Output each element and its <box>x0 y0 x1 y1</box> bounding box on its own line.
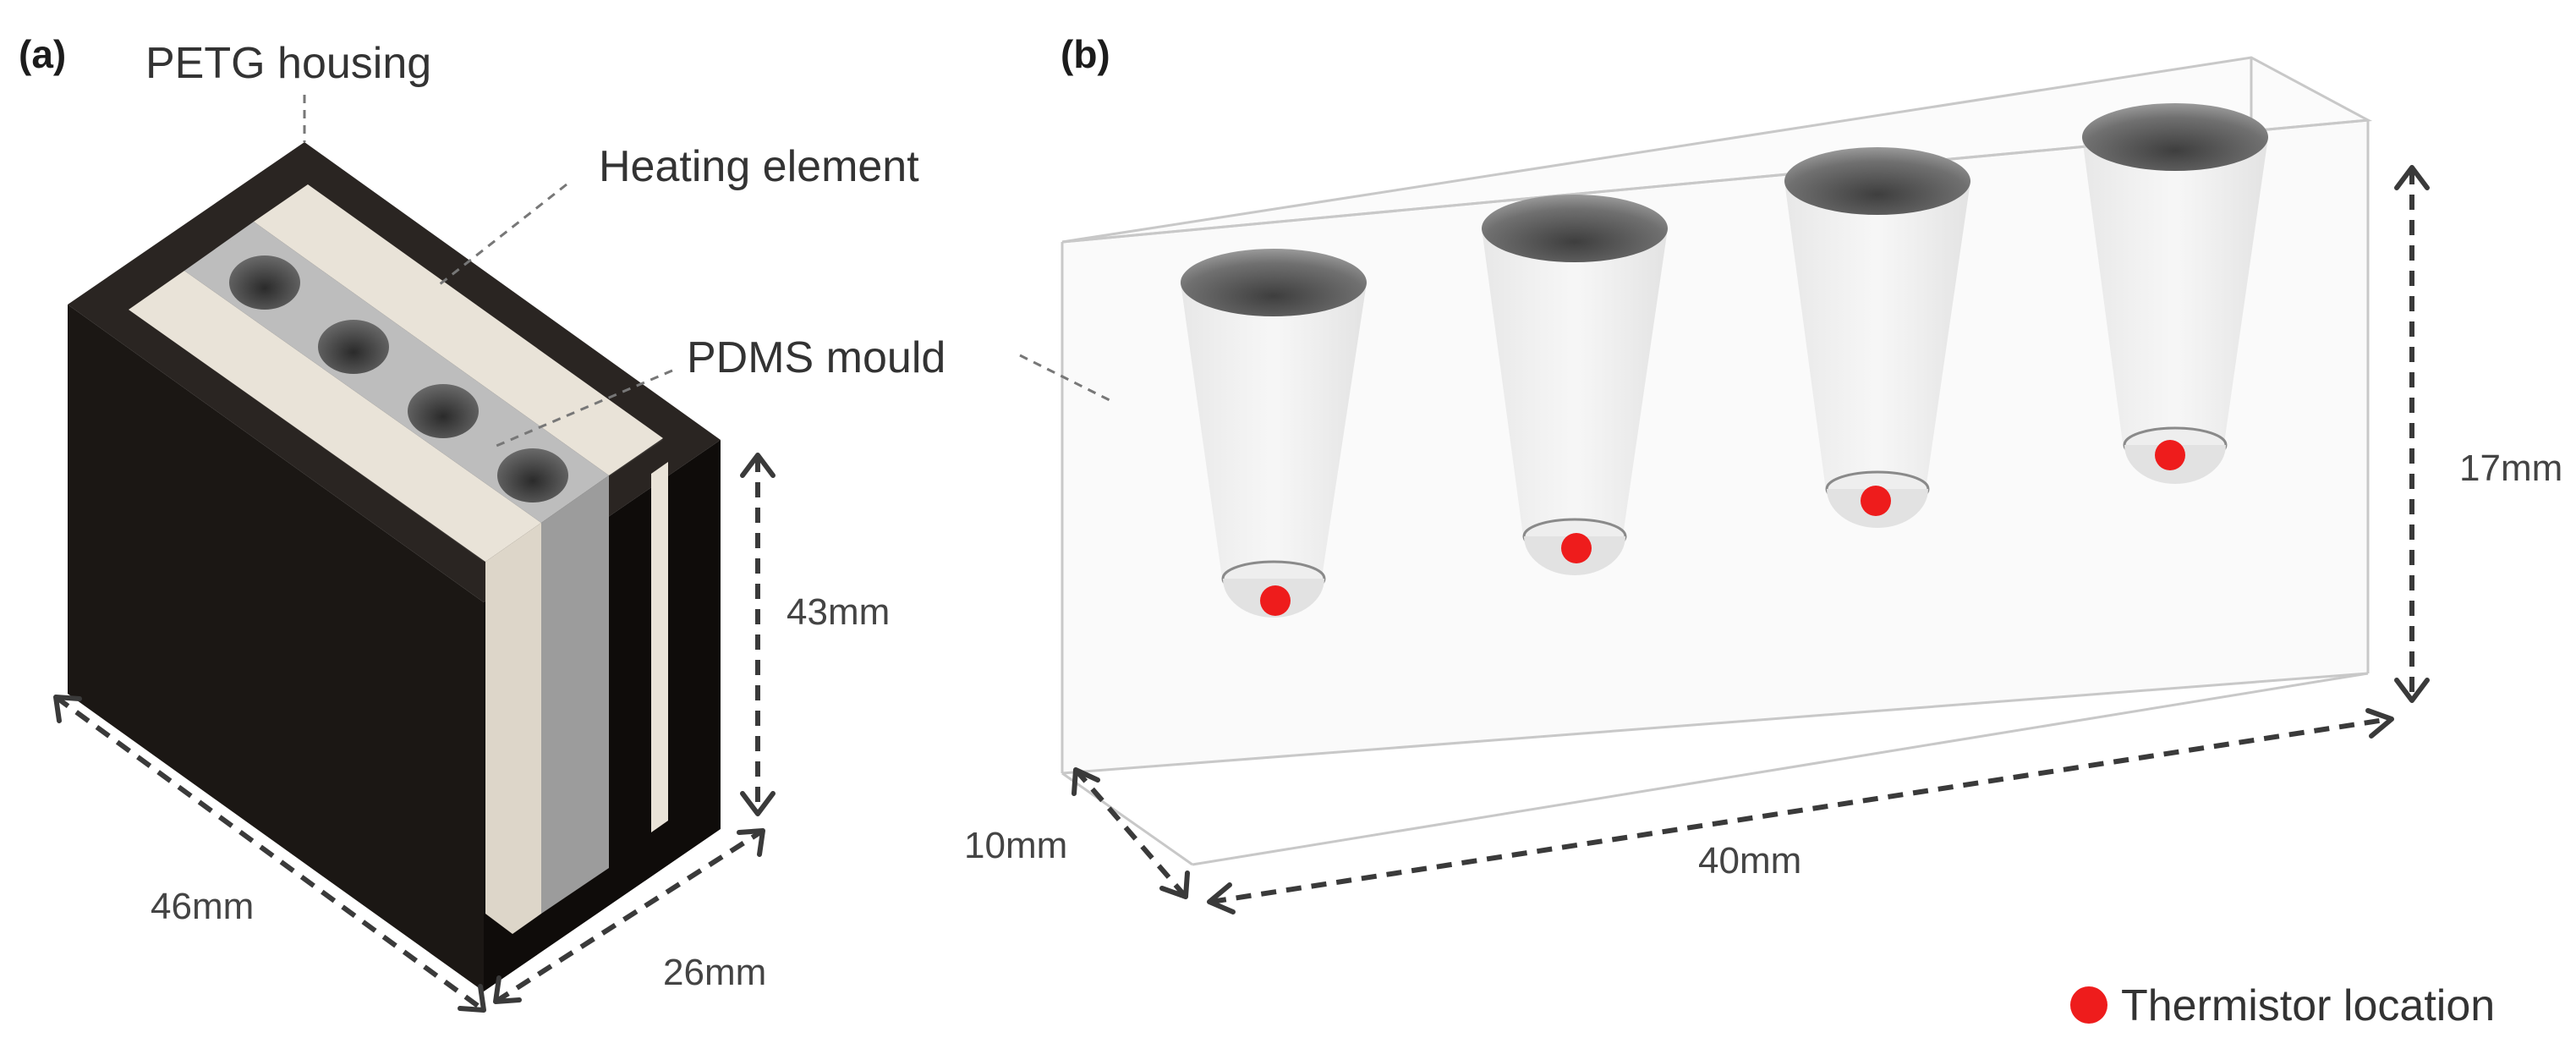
dimension-width-a: 26mm <box>493 828 766 1004</box>
mould-block-front <box>1062 120 2368 773</box>
pdms-mould-label: PDMS mould <box>687 333 945 382</box>
thermistor-dot <box>1861 486 1891 516</box>
arrowhead <box>1159 871 1190 899</box>
arrowhead <box>2394 678 2430 703</box>
well <box>1784 147 1970 528</box>
arrowhead <box>2365 708 2394 739</box>
arrowhead <box>458 984 486 1013</box>
arrowhead <box>2394 165 2430 190</box>
panel-a-label: (a) <box>19 32 66 76</box>
legend-thermistor-text: Thermistor location <box>2121 981 2495 1030</box>
well <box>1482 195 1668 575</box>
arrowhead <box>740 453 776 478</box>
mould-block <box>1061 56 2373 866</box>
heating-element-leader <box>439 183 567 286</box>
mould-block-top <box>1062 58 2368 242</box>
mould-block-edge <box>1061 772 1193 866</box>
arrowhead <box>53 695 82 723</box>
depth-dim-label: 10mm <box>964 825 1067 866</box>
dimension-height-b: 17mm <box>2394 165 2562 703</box>
mould-hole <box>318 320 389 374</box>
arrowhead <box>737 828 765 857</box>
mould-block-edge <box>1061 672 2369 775</box>
height-dim-label: 43mm <box>787 591 890 633</box>
mould-hole <box>408 384 479 438</box>
mould-holes <box>229 255 568 503</box>
panel-a: (a) PETG housing <box>19 32 945 1013</box>
heating-element-front-side <box>485 523 541 934</box>
legend: Thermistor location <box>2070 981 2495 1030</box>
length-dim-line <box>54 695 485 1013</box>
dimension-depth-b: 10mm <box>964 767 1190 899</box>
thermistor-dot <box>1260 585 1291 616</box>
arrowhead <box>1207 882 1236 914</box>
pdms-mould-leader <box>490 369 673 450</box>
housing-left-face <box>68 305 484 991</box>
depth-dim-line <box>1073 768 1188 898</box>
well-opening <box>1784 147 1970 215</box>
well-opening <box>1482 195 1668 262</box>
well <box>1181 249 1367 618</box>
legend-thermistor-marker <box>2070 986 2107 1024</box>
panel-b-label: (b) <box>1061 32 1110 76</box>
dimension-length-b: 40mm <box>1207 708 2394 914</box>
mould-hole <box>229 255 300 310</box>
dimension-height-a: 43mm <box>740 453 890 816</box>
heating-element-label: Heating element <box>599 142 919 191</box>
panel-b: (b) <box>964 32 2562 1030</box>
well-opening <box>2082 103 2268 171</box>
length-b-dim-label: 40mm <box>1698 840 1801 881</box>
heating-element-back <box>254 184 663 475</box>
mould-hole <box>497 448 568 503</box>
arrowhead <box>493 975 522 1004</box>
length-dim-label: 46mm <box>151 886 254 927</box>
pdms-mould-side <box>541 475 609 914</box>
wells <box>1181 103 2268 618</box>
well-opening <box>1181 249 1367 316</box>
petg-housing-label: PETG housing <box>145 39 431 88</box>
well-cone <box>2082 137 2268 466</box>
heating-element-front <box>129 271 541 562</box>
well-cone <box>1181 283 1367 595</box>
width-dim-line <box>494 828 765 1004</box>
height-b-dim-label: 17mm <box>2459 448 2562 489</box>
well <box>2082 103 2268 484</box>
arrowhead <box>740 791 776 816</box>
pdms-mould-block-leader <box>1019 354 1115 404</box>
width-dim-label: 26mm <box>663 952 766 993</box>
arrowhead <box>1072 767 1100 796</box>
housing-slot <box>651 462 668 832</box>
well-cone <box>1482 228 1668 552</box>
well-cone <box>1784 181 1970 507</box>
thermistor-dot <box>2155 440 2185 470</box>
mould-block-edge <box>1192 672 2369 866</box>
length-b-dim-line <box>1210 717 2391 904</box>
dimension-length-a: 46mm <box>53 695 486 1013</box>
thermistor-dot <box>1561 533 1592 563</box>
